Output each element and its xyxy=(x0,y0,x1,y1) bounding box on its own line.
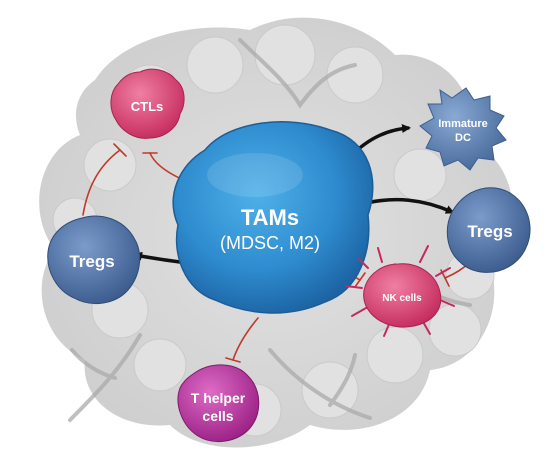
tregs-left-label: Tregs xyxy=(69,252,114,271)
t-helper-label-line1: T helper xyxy=(191,390,246,406)
tregs-right-label: Tregs xyxy=(467,222,512,241)
tam-inhibits-t-helper-line xyxy=(232,317,259,361)
tregs-right-cell: Tregs xyxy=(446,187,531,273)
immature-dc-cell: Immature DC xyxy=(419,87,507,171)
tam-subtitle: (MDSC, M2) xyxy=(220,233,320,253)
ctls-label: CTLs xyxy=(131,99,164,114)
nk-cells-label: NK cells xyxy=(382,293,422,304)
immature-dc-label-line2: DC xyxy=(455,132,471,144)
tregs-left-cell: Tregs xyxy=(47,215,141,305)
nk-cells-cell: NK cells xyxy=(345,245,455,337)
tam-cell: TAMs (MDSC, M2) xyxy=(172,121,374,314)
tam-title: TAMs xyxy=(241,205,299,230)
ctls-cell: CTLs xyxy=(110,68,185,139)
tregs-inhibit-ctls-line xyxy=(82,149,121,216)
t-helper-label-line2: cells xyxy=(202,408,233,424)
immature-dc-label-line1: Immature xyxy=(438,118,488,130)
t-helper-cell: T helper cells xyxy=(177,364,260,443)
